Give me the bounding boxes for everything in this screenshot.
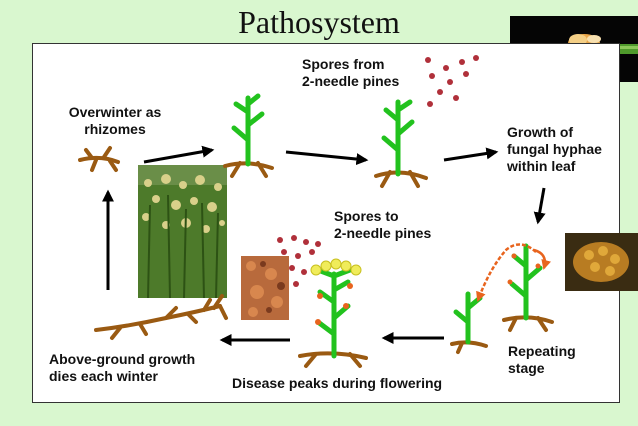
rhizome-icon bbox=[78, 146, 120, 172]
spores-middle-icon bbox=[277, 235, 321, 287]
diagram-panel bbox=[32, 43, 620, 403]
aecia-photo bbox=[565, 233, 638, 291]
rust-lesion-photo bbox=[241, 256, 289, 320]
label-above-ground: Above-ground growth dies each winter bbox=[49, 351, 196, 384]
label-growth-hyphae: Growth of fungal hyphae within leaf bbox=[507, 124, 602, 174]
label-repeating: Repeating stage bbox=[508, 343, 576, 376]
young-plant-icon bbox=[223, 93, 274, 178]
page-title: Pathosystem bbox=[238, 4, 400, 40]
label-disease-peaks: Disease peaks during flowering bbox=[232, 375, 443, 391]
flowering-plant-icon bbox=[298, 258, 368, 368]
label-spores-from: Spores from 2-needle pines bbox=[302, 56, 400, 89]
infected-plant-icon bbox=[374, 99, 428, 188]
dead-plant-icon bbox=[94, 294, 228, 340]
goldenrod-field-photo bbox=[138, 165, 227, 298]
label-overwinter: Overwinter as rhizomes bbox=[68, 104, 162, 137]
spores-top-icon bbox=[425, 55, 479, 107]
label-spores-to: Spores to 2-needle pines bbox=[334, 208, 432, 241]
repeating-stage-plants-icon bbox=[450, 243, 554, 354]
cycle-arrows bbox=[102, 145, 546, 346]
